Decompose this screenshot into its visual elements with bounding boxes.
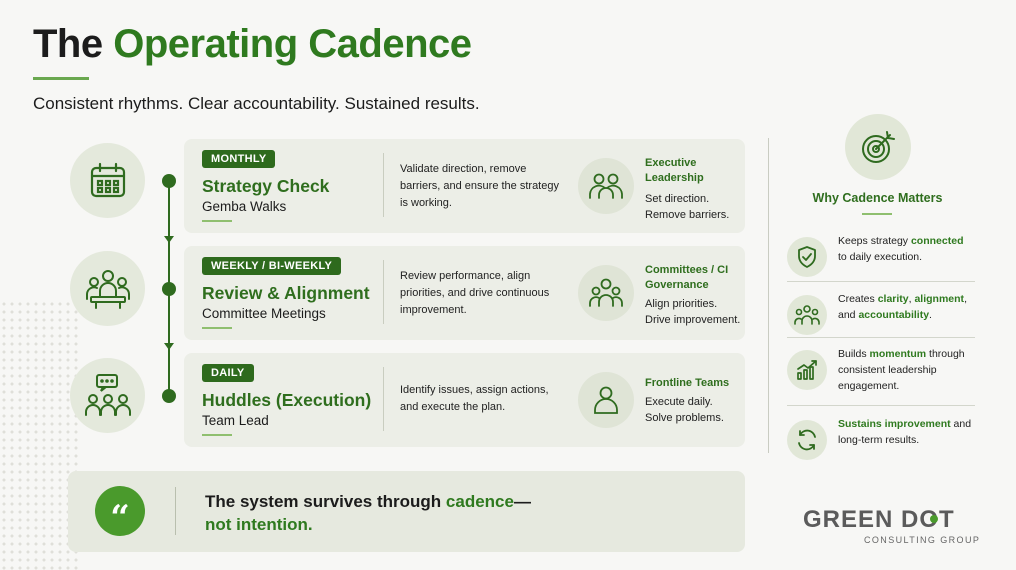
logo-text: GREEN D <box>803 506 920 533</box>
why-item-text: Sustains improvement and long-term resul… <box>838 416 973 448</box>
cadence-subtitle: Gemba Walks <box>202 199 287 214</box>
card-divider <box>383 153 384 217</box>
why-text: , <box>908 293 915 305</box>
why-text: to daily execution. <box>838 251 923 263</box>
refresh-icon <box>787 420 827 460</box>
team-icon <box>787 295 827 335</box>
why-cadence-title: Why Cadence Matters <box>812 191 943 205</box>
quote-text: The system survives through cadence— not… <box>205 490 531 536</box>
cadence-title: Review & Alignment <box>202 283 370 303</box>
cadence-description: Identify issues, assign actions, and exe… <box>400 384 549 413</box>
role-action: Execute daily. <box>645 396 713 408</box>
decorative-dot-pattern <box>0 300 80 570</box>
frequency-tag: MONTHLY <box>202 150 276 168</box>
why-accent: accountability <box>858 309 930 321</box>
timeline-node-daily <box>162 389 176 403</box>
quote-part: — <box>513 492 531 511</box>
cadence-description: Review performance, align priorities, an… <box>400 270 550 316</box>
cadence-card-monthly: MONTHLY Strategy Check Gemba Walks Valid… <box>184 139 745 233</box>
role-label: Committees / CI Governance <box>645 264 729 291</box>
why-text: through consistent leadership engagement… <box>838 348 965 392</box>
why-text: Creates <box>838 293 878 305</box>
frequency-tag: DAILY <box>202 364 254 382</box>
cadence-underline <box>202 220 232 222</box>
card-divider <box>383 260 384 324</box>
why-item: Builds momentum through consistent leade… <box>787 346 977 400</box>
page-title: The Operating Cadence <box>33 22 472 67</box>
frequency-tag: WEEKLY / BI-WEEKLY <box>202 257 342 275</box>
why-separator <box>787 281 975 282</box>
why-separator <box>787 337 975 338</box>
meeting-icon <box>70 251 145 326</box>
shield-check-icon <box>787 237 827 277</box>
why-item-text: Keeps strategy connected to daily execut… <box>838 233 973 265</box>
role-label: Executive Leadership <box>645 157 704 184</box>
why-item-text: Creates clarity, alignment, and accounta… <box>838 291 973 323</box>
why-item: Sustains improvement and long-term resul… <box>787 416 977 470</box>
quote-accent: cadence <box>445 492 514 511</box>
timeline-node-monthly <box>162 174 176 188</box>
title-accent: Operating Cadence <box>113 22 472 66</box>
calendar-icon <box>70 143 145 218</box>
growth-chart-icon <box>787 350 827 390</box>
role-action: Drive improvement. <box>645 314 741 326</box>
title-underline <box>33 77 89 80</box>
why-accent: Sustains improvement <box>838 418 951 430</box>
why-accent: momentum <box>869 348 927 360</box>
person-icon <box>578 372 634 428</box>
executives-icon <box>578 158 634 214</box>
why-text: . <box>929 309 932 321</box>
why-text: , and <box>838 293 967 321</box>
page-subtitle: Consistent rhythms. Clear accountability… <box>33 94 480 113</box>
quote-part: The system survives through <box>205 492 446 511</box>
why-text: and long-term results. <box>838 418 972 446</box>
why-text: Builds <box>838 348 870 360</box>
logo-text: T <box>939 506 955 533</box>
huddle-icon <box>70 358 145 433</box>
logo-dot-letter: O <box>919 506 939 534</box>
timeline-arrow <box>164 343 174 350</box>
cadence-subtitle: Committee Meetings <box>202 306 326 321</box>
logo-subtitle: CONSULTING GROUP <box>864 535 981 545</box>
why-text: Keeps strategy <box>838 235 911 247</box>
quote-mark-icon: “ <box>95 486 145 536</box>
title-plain: The <box>33 22 114 66</box>
logo-dot <box>930 515 939 523</box>
cadence-card-daily: DAILY Huddles (Execution) Team Lead Iden… <box>184 353 745 447</box>
cadence-description: Validate direction, remove barriers, and… <box>400 163 559 209</box>
cadence-underline <box>202 327 232 329</box>
role-label: Frontline Teams <box>645 377 730 389</box>
why-title-underline <box>862 213 892 215</box>
cadence-card-weekly: WEEKLY / BI-WEEKLY Review & Alignment Co… <box>184 246 745 340</box>
why-separator <box>787 405 975 406</box>
role-action: Solve problems. <box>645 412 724 424</box>
why-item: Keeps strategy connected to daily execut… <box>787 233 977 287</box>
role-action: Remove barriers. <box>645 209 730 221</box>
committee-icon <box>578 265 634 321</box>
logo-text: O <box>919 506 940 533</box>
panel-divider <box>768 138 769 453</box>
why-accent: clarity <box>877 293 909 305</box>
timeline-node-weekly <box>162 282 176 296</box>
quote-line-two: not intention. <box>205 515 313 534</box>
why-accent: connected <box>910 235 964 247</box>
cadence-title: Strategy Check <box>202 176 330 196</box>
cadence-title: Huddles (Execution) <box>202 390 372 410</box>
why-item-text: Builds momentum through consistent leade… <box>838 346 973 394</box>
role-action: Set direction. <box>645 193 710 205</box>
cadence-underline <box>202 434 232 436</box>
card-divider <box>383 367 384 431</box>
why-accent: alignment <box>914 293 965 305</box>
quote-banner: “ The system survives through cadence— n… <box>68 471 745 552</box>
target-icon <box>845 114 911 180</box>
timeline-arrow <box>164 236 174 243</box>
quote-divider <box>175 487 176 535</box>
why-item: Creates clarity, alignment, and accounta… <box>787 291 977 345</box>
role-action: Align priorities. <box>645 298 718 310</box>
cadence-subtitle: Team Lead <box>202 413 269 428</box>
